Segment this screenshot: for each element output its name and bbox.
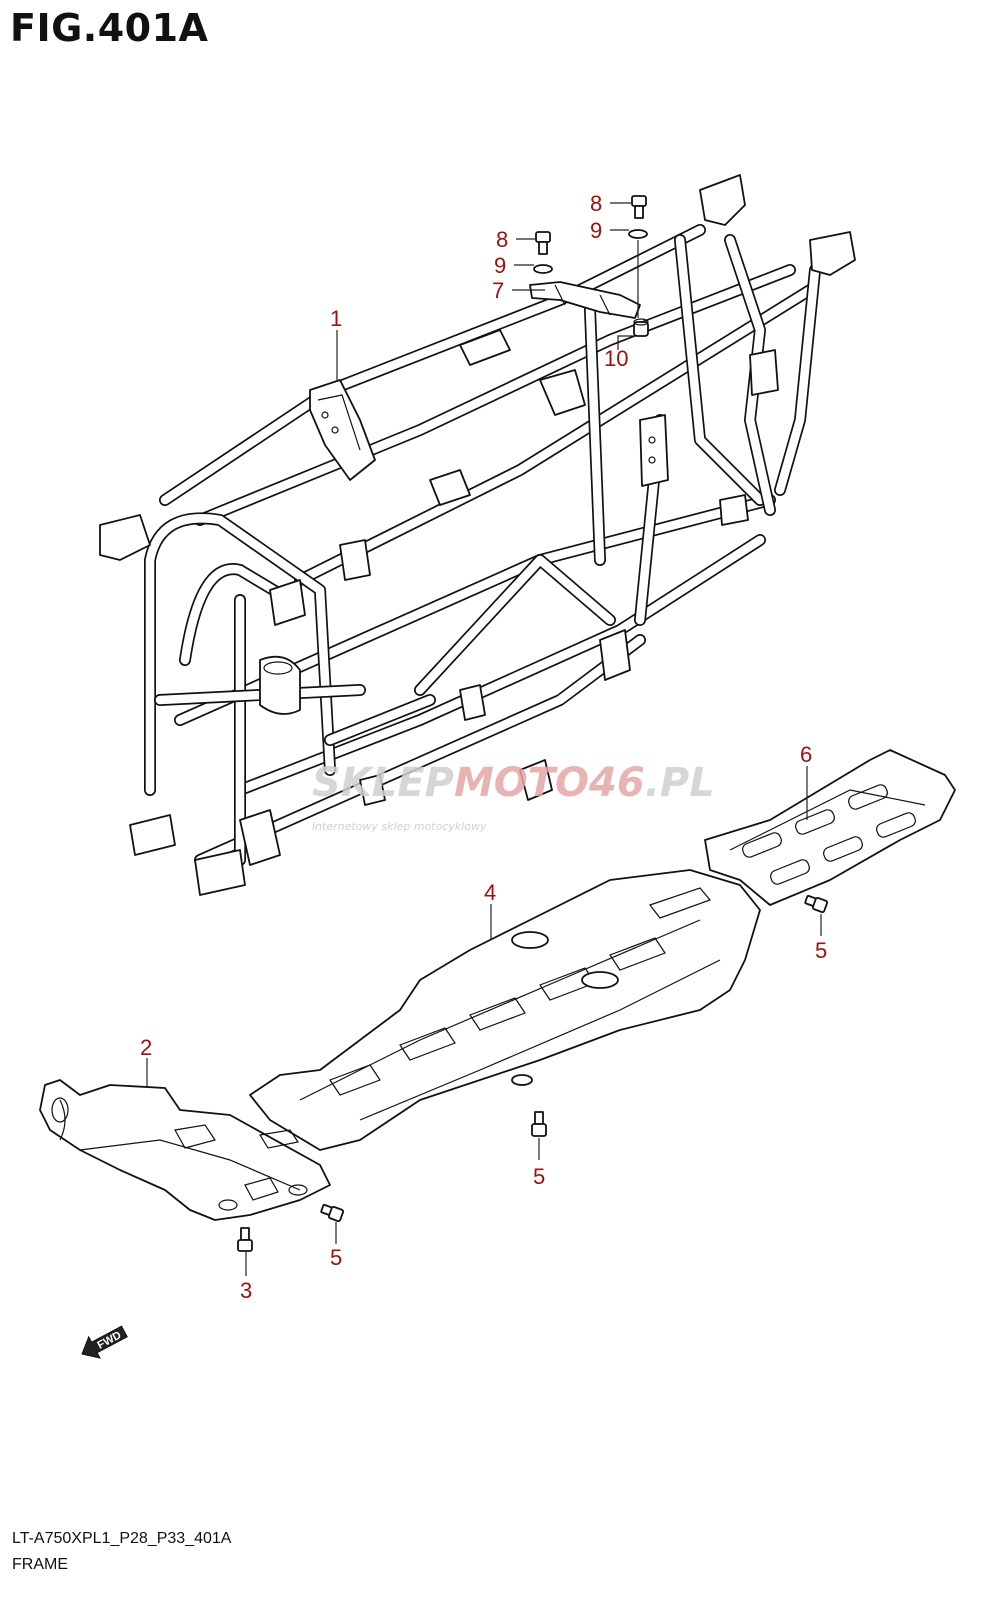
collar-icon (633, 318, 649, 337)
figure-name: FRAME (12, 1556, 68, 1573)
bolt-icon (535, 231, 551, 255)
washer-icon (533, 264, 553, 274)
watermark-brand-mid: MOTO (454, 760, 589, 806)
callout-8b: 8 (496, 227, 508, 252)
callout-5a: 5 (533, 1164, 545, 1189)
callout-2: 2 (140, 1035, 152, 1060)
figure-code: LT-A750XPL1_P28_P33_401A (12, 1530, 232, 1547)
watermark-tagline: internetowy sklep motocyklowy (312, 820, 487, 833)
fwd-label: FWD (96, 1329, 124, 1351)
callout-4: 4 (484, 880, 496, 905)
bolt-icon (531, 1111, 547, 1137)
frame-assembly (99, 174, 856, 896)
callout-1: 1 (330, 306, 342, 331)
bolt-icon (804, 894, 829, 914)
figure-title: FIG.401A (10, 6, 209, 50)
callout-labels: 1 2 3 4 5 5 5 6 7 8 8 9 9 10 (140, 191, 827, 1303)
callout-9b: 9 (494, 253, 506, 278)
front-skid-plate (39, 1079, 331, 1221)
watermark-brand-left: SKLEP (312, 760, 454, 806)
bolt-icon (237, 1227, 253, 1252)
bolt-icon (631, 195, 647, 219)
callout-5c: 5 (815, 938, 827, 963)
callout-5b: 5 (330, 1245, 342, 1270)
svg-text:SKLEPMOTO46.PL: SKLEPMOTO46.PL (312, 760, 715, 806)
watermark-brand-num: 46 (588, 760, 645, 806)
callout-6: 6 (800, 742, 812, 767)
watermark-brand-tld: .PL (645, 760, 715, 806)
watermark: SKLEPMOTO46.PL internetowy sklep motocyk… (312, 760, 715, 833)
callout-3: 3 (240, 1278, 252, 1303)
callout-7: 7 (492, 278, 504, 303)
callout-8a: 8 (590, 191, 602, 216)
hardware (237, 195, 829, 1252)
center-skid-plate (249, 869, 761, 1151)
callout-10: 10 (604, 346, 628, 371)
fwd-arrow-icon (81, 1325, 128, 1359)
bolt-icon (320, 1203, 345, 1223)
washer-icon (628, 229, 648, 239)
forward-direction-indicator: FWD (81, 1325, 128, 1359)
leader-lines (146, 202, 822, 1276)
callout-9a: 9 (590, 218, 602, 243)
rear-skid-plate (704, 749, 956, 906)
